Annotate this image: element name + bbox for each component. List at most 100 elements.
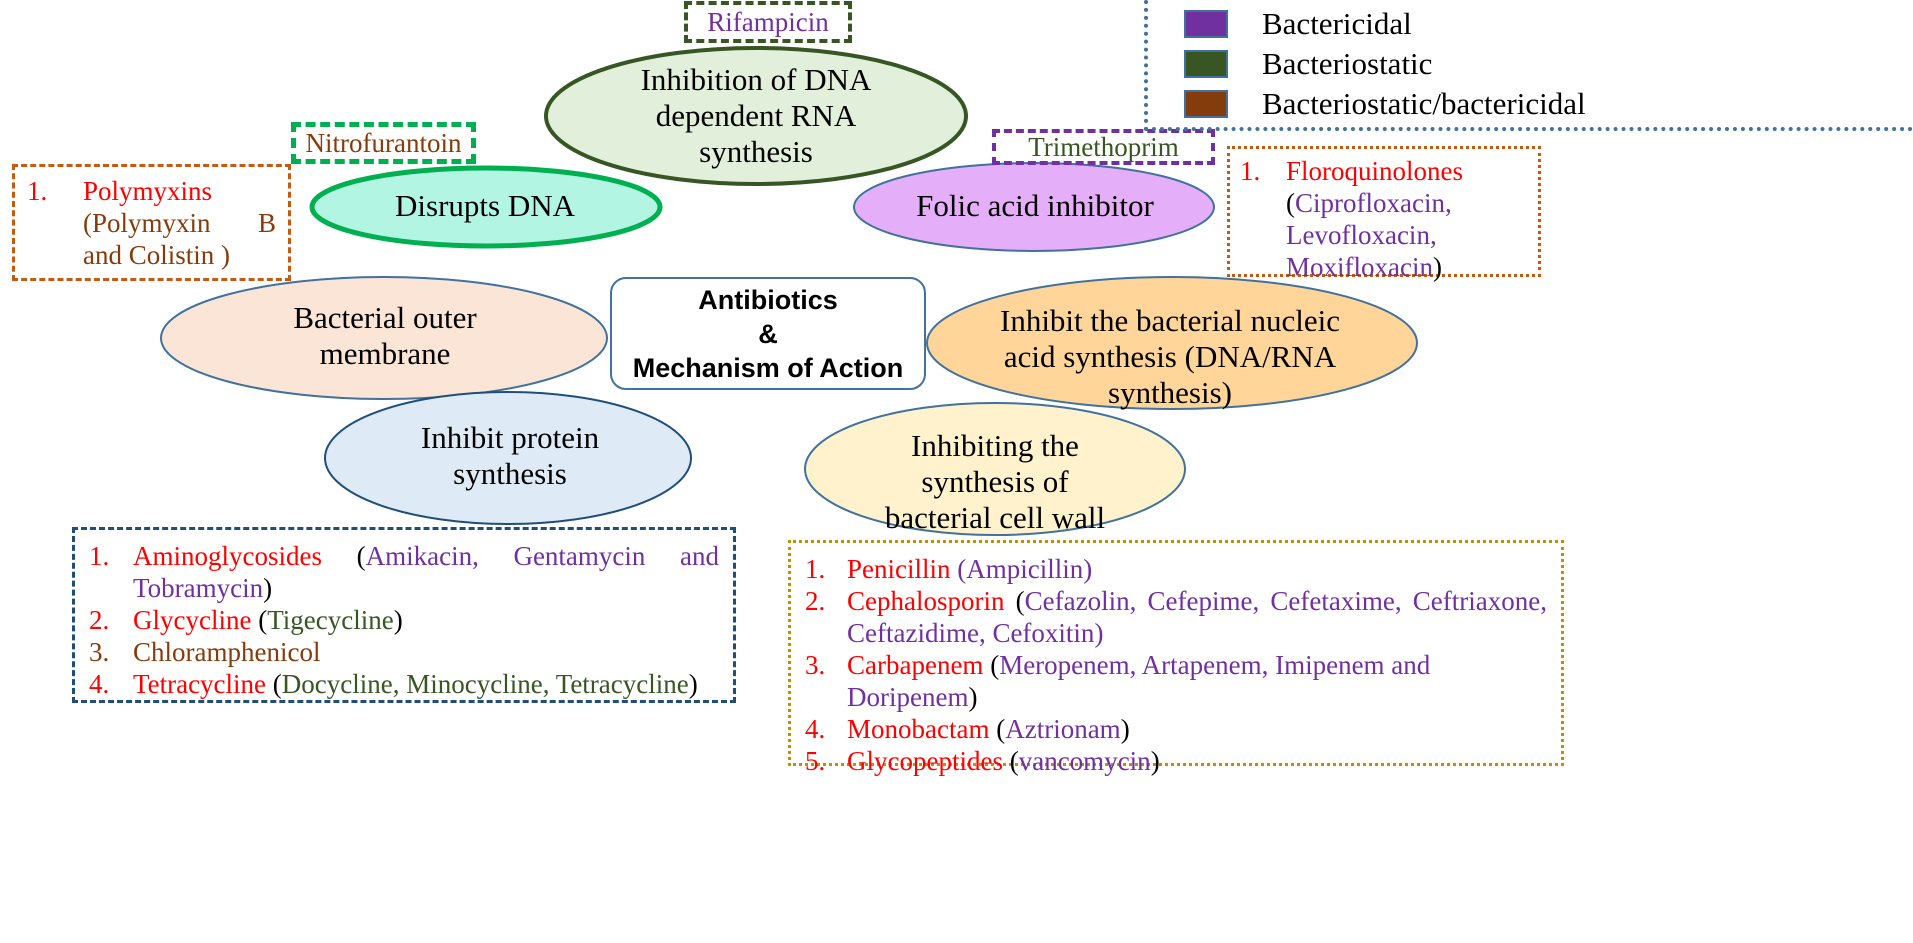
ellipse-cell-wall	[804, 402, 1186, 536]
legend-label-mixed: Bacteriostatic/bactericidal	[1262, 86, 1586, 121]
drug-class: Glycopeptides	[847, 746, 1003, 776]
paren-close: )	[688, 669, 698, 699]
mechanism-rna-line2: dependent RNA	[655, 98, 857, 133]
drug-list-item: 1. Penicillin (Ampicillin)	[805, 553, 1547, 585]
ellipse-protein-synthesis	[324, 391, 692, 525]
mechanism-cellwall-line2: synthesis of	[921, 464, 1069, 499]
drug-list-nucleic-acid: 1. Floroquinolones (Ciprofloxacin, Levof…	[1240, 155, 1528, 283]
paren-close: )	[1083, 554, 1093, 584]
mechanism-cellwall-line1: Inhibiting the	[911, 428, 1079, 463]
legend-label-bacteriostatic: Bacteriostatic	[1262, 46, 1433, 81]
mechanism-rna-line1: Inhibition of DNA	[640, 62, 872, 97]
list-box-protein-synthesis: 1. Aminoglycosides (Amikacin, Gentamycin…	[72, 527, 736, 703]
list-item-number: 4.	[805, 714, 826, 744]
drug-class: Glycycline	[133, 605, 252, 635]
list-item-number: 1.	[805, 554, 826, 584]
legend: Bactericidal Bacteriostatic Bacteriostat…	[1144, 0, 1913, 131]
drug-class: Monobactam	[847, 714, 990, 744]
legend-item-bacteriostatic: Bacteriostatic	[1184, 44, 1913, 84]
legend-swatch-bactericidal	[1184, 10, 1228, 38]
paren-open: (	[950, 554, 967, 584]
center-title-box: Antibiotics & Mechanism of Action	[610, 277, 926, 390]
drug-list-item: 1. Aminoglycosides (Amikacin, Gentamycin…	[89, 540, 719, 604]
list-item-number: 2.	[805, 586, 826, 616]
paren-open: (	[322, 541, 366, 571]
mechanism-outer-line1: Bacterial outer	[293, 300, 477, 335]
list-item-number: 3.	[89, 637, 110, 667]
mechanism-nucleic-line3: synthesis)	[1108, 375, 1232, 410]
list-item-number: 1.	[27, 176, 48, 206]
mechanism-nucleic-acid: Inhibit the bacterial nucleic acid synth…	[960, 303, 1380, 411]
legend-swatch-bacteriostatic	[1184, 50, 1228, 78]
list-item-number: 1.	[89, 541, 110, 571]
tag-nitrofurantoin: Nitrofurantoin	[291, 122, 476, 164]
drug-list-cell-wall: 1. Penicillin (Ampicillin) 2. Cephalospo…	[805, 553, 1547, 777]
tag-rifampicin: Rifampicin	[684, 1, 852, 43]
ellipse-nucleic-acid	[926, 276, 1418, 410]
tag-trimethoprim: Trimethoprim	[992, 129, 1215, 165]
drug-list-item: 1. Polymyxins (Polymyxin B and Colistin …	[27, 175, 276, 271]
paren-close: )	[1150, 746, 1160, 776]
drug-examples: Docycline, Minocycline, Tetracycline	[281, 669, 689, 699]
paren-close: )	[1432, 252, 1442, 282]
paren-close: )	[1120, 714, 1130, 744]
drug-list-item: 2. Cephalosporin (Cefazolin, Cefepime, C…	[805, 585, 1547, 649]
list-item-number: 4.	[89, 669, 110, 699]
drug-class: Carbapenem	[847, 650, 984, 680]
center-title-line2: &	[758, 318, 778, 349]
list-item-number: 2.	[89, 605, 110, 635]
paren-open: (	[251, 605, 268, 635]
mechanism-protein-synthesis: Inhibit protein synthesis	[340, 420, 680, 492]
drug-list-item: 3. Carbapenem (Meropenem, Artapenem, Imi…	[805, 649, 1547, 713]
paren-open: (	[1004, 586, 1025, 616]
paren-close: )	[393, 605, 403, 635]
drug-list-protein-synthesis: 1. Aminoglycosides (Amikacin, Gentamycin…	[89, 540, 719, 700]
paren-open: (	[983, 650, 1000, 680]
center-title-line1: Antibiotics	[698, 284, 838, 315]
mechanism-disrupts-dna: Disrupts DNA	[395, 188, 575, 223]
paren-open: (	[1002, 746, 1019, 776]
drug-list-item: 2. Glycycline (Tigecycline)	[89, 604, 719, 636]
mechanism-cellwall-line3: bacterial cell wall	[884, 500, 1106, 535]
drug-examples: vancomycin	[1018, 746, 1151, 776]
legend-item-mixed: Bacteriostatic/bactericidal	[1184, 84, 1913, 124]
mechanism-nucleic-line2: acid synthesis (DNA/RNA	[1003, 339, 1337, 374]
drug-examples: Ampicillin	[966, 554, 1084, 584]
drug-class: Floroquinolones	[1286, 156, 1464, 186]
drug-class: Penicillin	[847, 554, 951, 584]
drug-class: Polymyxins	[83, 176, 213, 206]
mechanism-nucleic-line1: Inhibit the bacterial nucleic	[1000, 303, 1340, 338]
drug-list-item: 4. Monobactam (Aztrionam)	[805, 713, 1547, 745]
paren-close: )	[1094, 618, 1104, 648]
ellipse-rna-synthesis	[544, 46, 968, 186]
mechanism-protein-line1: Inhibit protein	[420, 420, 600, 455]
list-item-number: 3.	[805, 650, 826, 680]
list-box-cell-wall: 1. Penicillin (Ampicillin) 2. Cephalospo…	[788, 540, 1564, 776]
drug-list-item: 1. Floroquinolones (Ciprofloxacin, Levof…	[1240, 155, 1528, 283]
ellipse-outer-membrane	[160, 276, 608, 400]
drug-class: Aminoglycosides	[133, 541, 322, 571]
ellipse-disrupts-dna	[309, 165, 663, 249]
list-item-number: 5.	[805, 746, 826, 776]
center-title-line3: Mechanism of Action	[632, 352, 904, 383]
drug-examples: Meropenem, Artapenem, Imipenem and Dorip…	[847, 650, 1431, 712]
drug-examples: Aztrionam	[1005, 714, 1121, 744]
drug-examples: Tigecycline	[267, 605, 394, 635]
drug-list-outer-membrane: 1. Polymyxins (Polymyxin B and Colistin …	[27, 175, 276, 271]
paren-open: (	[1286, 188, 1295, 218]
mechanism-outer-membrane: Bacterial outer membrane	[200, 300, 570, 372]
paren-open: (	[266, 669, 282, 699]
legend-swatch-mixed	[1184, 90, 1228, 118]
legend-item-bactericidal: Bactericidal	[1184, 4, 1913, 44]
legend-label-bactericidal: Bactericidal	[1262, 6, 1412, 41]
mechanism-outer-line2: membrane	[319, 336, 451, 371]
mechanism-rna-synthesis: Inhibition of DNA dependent RNA synthesi…	[566, 56, 946, 176]
paren-close: )	[263, 573, 273, 603]
paren-close: )	[968, 682, 978, 712]
drug-list-item: 3. Chloramphenicol	[89, 636, 719, 668]
drug-list-item: 4. Tetracycline (Docycline, Minocycline,…	[89, 668, 719, 700]
drug-class: Cephalosporin	[847, 586, 1005, 616]
drug-examples: (Polymyxin B and Colistin )	[83, 208, 276, 270]
mechanism-cell-wall: Inhibiting the synthesis of bacterial ce…	[820, 428, 1170, 536]
